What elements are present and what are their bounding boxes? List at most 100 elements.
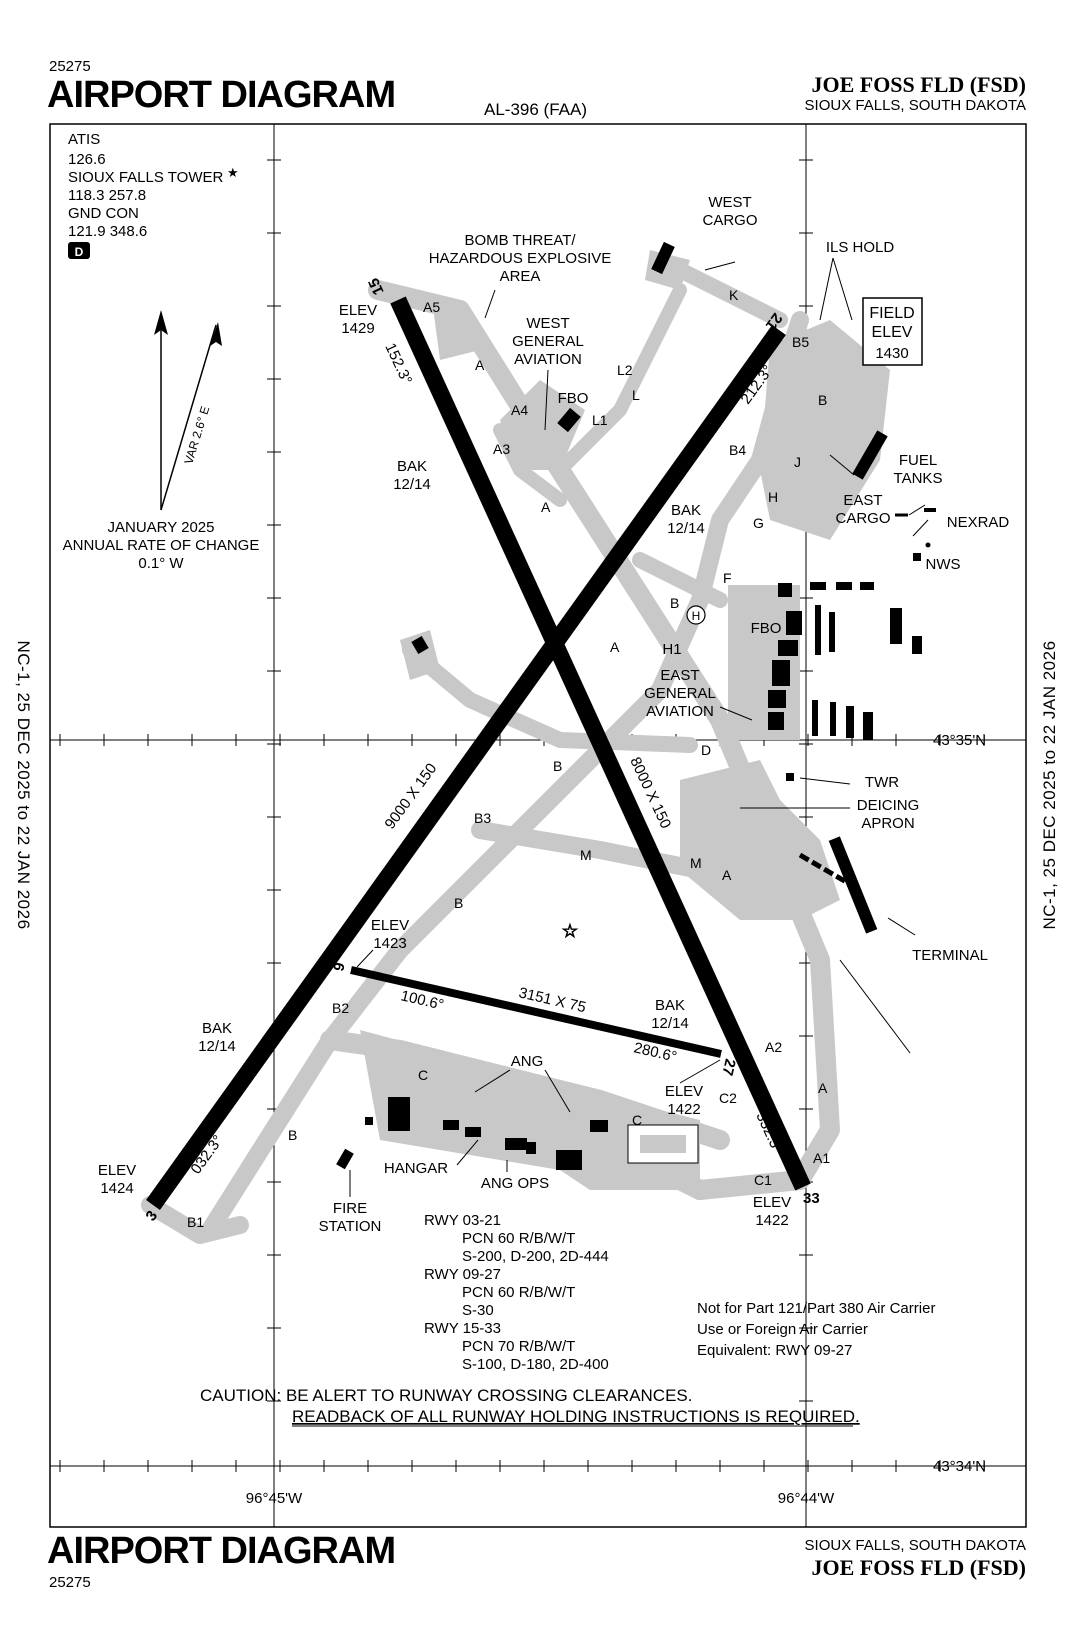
bomb-area-label-3: AREA: [500, 268, 541, 285]
taxiway-label-a: A: [475, 357, 485, 373]
lon-left: 96°45'W: [246, 1490, 303, 1507]
pcn-line-3: S-200, D-200, 2D-444: [462, 1248, 609, 1265]
taxiway-label-a1: A1: [813, 1150, 830, 1166]
d-badge-icon: [68, 242, 90, 259]
bak-east-label-1: BAK: [671, 502, 701, 519]
fire-station-label-2: STATION: [319, 1218, 382, 1235]
heliport-letter: H: [692, 609, 701, 623]
taxiway-label-c2: C2: [719, 1090, 737, 1106]
ang-ops-label: ANG OPS: [481, 1175, 549, 1192]
bak-north-label-2: 12/14: [393, 476, 431, 493]
mag-north-line: [160, 324, 217, 511]
runway-03-21: [146, 325, 786, 1210]
taxiway-label-a: A: [541, 499, 551, 515]
runway-09-27: [350, 966, 722, 1058]
wga-label-3: AVIATION: [514, 351, 582, 368]
field-elev-value: 1430: [875, 345, 908, 362]
lat-bottom: 43°34'N: [933, 1458, 986, 1475]
fbo-west-label: FBO: [558, 390, 589, 407]
nexrad-label: NEXRAD: [947, 514, 1010, 531]
magvar-label: VAR 2.6° E: [181, 404, 212, 465]
taxiway-label-a: A: [610, 639, 620, 655]
caution-line-1: CAUTION: BE ALERT TO RUNWAY CROSSING CLE…: [200, 1386, 693, 1405]
taxiway-label-j: J: [794, 454, 801, 470]
taxiway-label-k: K: [729, 287, 739, 303]
taxiway-label-c: C: [632, 1112, 642, 1128]
rwy-end-27: 27: [718, 1057, 738, 1077]
lat-top: 43°35'N: [933, 732, 986, 749]
tower-star-icon: ★: [227, 165, 239, 180]
taxiway-label-m: M: [580, 847, 592, 863]
taxiway-label-b5: B5: [792, 334, 809, 350]
fire-station-label-1: FIRE: [333, 1200, 367, 1217]
taxiway-label-b: B: [818, 392, 827, 408]
taxiway-label-b: B: [553, 758, 562, 774]
footer-title: AIRPORT DIAGRAM: [47, 1530, 396, 1572]
taxiway-label-b: B: [288, 1127, 297, 1143]
pcn-line-1: RWY 03-21: [424, 1212, 501, 1229]
wga-label-1: WEST: [526, 315, 569, 332]
bak-sw-label-1: BAK: [202, 1020, 232, 1037]
taxiway-label-l1: L1: [592, 412, 608, 428]
rwy-end-33: 33: [803, 1190, 820, 1207]
aprons: [360, 250, 890, 1190]
chart-code: AL-396 (FAA): [484, 100, 587, 119]
heliport-icon: [686, 605, 706, 625]
pcn-line-4: RWY 09-27: [424, 1266, 501, 1283]
taxiway-label-l2: L2: [617, 362, 633, 378]
tower-label: SIOUX FALLS TOWER: [68, 169, 223, 186]
atis-label: ATIS: [68, 131, 100, 148]
taxiway-label-a5: A5: [423, 299, 440, 315]
taxiway-label-a: A: [818, 1080, 828, 1096]
taxiway-label-c: C: [418, 1067, 428, 1083]
taxiway-label-f: F: [723, 570, 732, 586]
deicing-label-1: DEICING: [857, 797, 920, 814]
taxiway-label-a3: A3: [493, 441, 510, 457]
elev-9-value: 1423: [373, 935, 406, 952]
west-cargo-label-1: WEST: [708, 194, 751, 211]
ega-label-3: AVIATION: [646, 703, 714, 720]
airport-location: SIOUX FALLS, SOUTH DAKOTA: [804, 97, 1026, 114]
h1-label: H1: [662, 641, 681, 658]
ground-label: GND CON: [68, 205, 139, 222]
elev-9-label: ELEV: [371, 917, 409, 934]
proc-number: 25275: [49, 58, 91, 75]
taxiway-label-a2: A2: [765, 1039, 782, 1055]
taxiway-label-a4: A4: [511, 402, 528, 418]
elev-3-value: 1424: [100, 1180, 133, 1197]
taxiway-label-m: M: [690, 855, 702, 871]
rwy-15-heading: 152.3°: [381, 341, 415, 388]
ang-label: ANG: [511, 1053, 544, 1070]
ils-hold-label: ILS HOLD: [826, 239, 895, 256]
bomb-area-label-1: BOMB THREAT/: [464, 232, 576, 249]
pcn-line-2: PCN 60 R/B/W/T: [462, 1230, 575, 1247]
footer-location: SIOUX FALLS, SOUTH DAKOTA: [804, 1537, 1026, 1554]
runways: [146, 296, 811, 1210]
magvar-rate-value: 0.1° W: [138, 555, 184, 572]
footer-proc-number: 25275: [49, 1574, 91, 1591]
taxiway-label-b: B: [454, 895, 463, 911]
east-cargo-label-1: EAST: [843, 492, 882, 509]
taxiway-label-b: B: [670, 595, 679, 611]
rwy-end-15: 15: [365, 275, 387, 297]
d-badge-letter: D: [75, 245, 84, 259]
footer-airport-name: JOE FOSS FLD (FSD): [811, 1555, 1026, 1580]
tower-freq: 118.3 257.8: [68, 187, 146, 204]
bomb-area-label-2: HAZARDOUS EXPLOSIVE: [429, 250, 612, 267]
pcn-line-5: PCN 60 R/B/W/T: [462, 1284, 575, 1301]
taxiway-label-b2: B2: [332, 1000, 349, 1016]
pcn-line-6: S-30: [462, 1302, 494, 1319]
atis-freq: 126.6: [68, 151, 106, 168]
buildings: [336, 241, 936, 1170]
wga-label-2: GENERAL: [512, 333, 584, 350]
field-elev-box: [862, 297, 923, 366]
bak-east-label-2: 12/14: [667, 520, 705, 537]
pcn-line-9: S-100, D-180, 2D-400: [462, 1356, 609, 1373]
elev-15-value: 1429: [341, 320, 374, 337]
rwy-end-21: 21: [762, 310, 786, 333]
airport-name: JOE FOSS FLD (FSD): [811, 72, 1026, 97]
rwy-end-9: 9: [330, 961, 348, 973]
bak-se-label-1: BAK: [655, 997, 685, 1014]
taxiway-label-h: H: [768, 489, 778, 505]
